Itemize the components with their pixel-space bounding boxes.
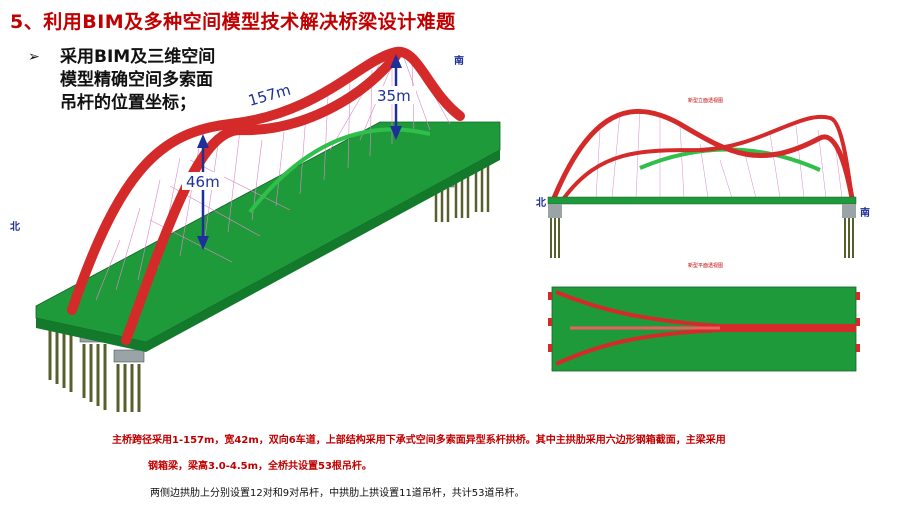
dimension-lines bbox=[197, 54, 402, 250]
slide-title: 5、利用BIM及多种空间模型技术解决桥梁设计难题 bbox=[10, 11, 456, 33]
bullet-arrow-icon: ➢ bbox=[28, 49, 40, 65]
north-label-right: 北 bbox=[536, 198, 546, 209]
bullet-line-3: 吊杆的位置坐标； bbox=[60, 93, 196, 113]
arch-ribs bbox=[67, 46, 465, 345]
south-label-top: 南 bbox=[454, 56, 464, 67]
rise-side-label: 35m bbox=[377, 87, 411, 105]
plan-view bbox=[548, 286, 860, 372]
plan-caption: 新型平面透视图 bbox=[688, 263, 724, 269]
bullet-line-2: 模型精确空间多索面 bbox=[60, 70, 213, 90]
hanger-note: 两侧边拱肋上分别设置12对和9对吊杆，中拱肋上拱设置11道吊杆，共计53道吊杆。 bbox=[150, 488, 525, 499]
span-label: 157m bbox=[246, 81, 293, 110]
rise-main-label: 46m bbox=[186, 173, 220, 191]
bullet-line-1: 采用BIM及三维空间 bbox=[60, 47, 216, 67]
description-line-2: 钢箱梁，梁高3.0-4.5m，全桥共设置53根吊杆。 bbox=[148, 461, 372, 472]
south-label-right: 南 bbox=[860, 208, 870, 219]
description-line-1: 主桥跨径采用1-157m，宽42m，双向6车道，上部结构采用下承式空间多索面异型… bbox=[112, 435, 726, 446]
elevation-caption: 新型立面透视图 bbox=[688, 98, 724, 104]
north-label-left: 北 bbox=[10, 222, 20, 233]
bullet-point: ➢ 采用BIM及三维空间 模型精确空间多索面 吊杆的位置坐标； bbox=[28, 46, 280, 115]
elevation-view bbox=[547, 107, 857, 258]
